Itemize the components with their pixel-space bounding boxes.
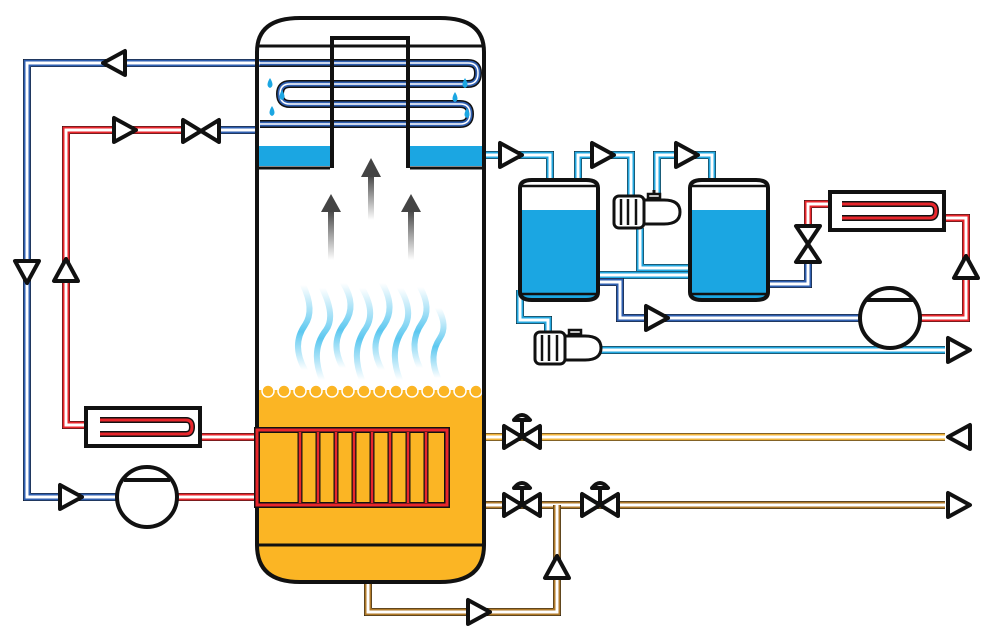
- valve-concentrate-1: [502, 481, 542, 518]
- circulation-pump-left: [115, 465, 179, 529]
- condenser-coil: [260, 59, 483, 128]
- arrow-left-icon: [946, 423, 972, 451]
- arrow-right-icon: [946, 336, 972, 364]
- water-drop-icons: [267, 78, 470, 118]
- valve-top-left: [181, 118, 221, 144]
- valve-receiver: [794, 224, 822, 264]
- valve-concentrate-2: [580, 481, 620, 518]
- heating-bundle: [254, 427, 450, 508]
- receiver-tank-1: [518, 178, 600, 302]
- vacuum-pump-upper: [612, 190, 682, 230]
- concentrate-pipe: [364, 501, 945, 616]
- flow-direction-arrows: [13, 49, 980, 626]
- arrow-right-icon: [946, 491, 972, 519]
- arrow-right-icon: [466, 598, 492, 626]
- vapor-outlet-pipe: [484, 151, 945, 354]
- arrow-right-icon: [112, 116, 138, 144]
- steam-wisps: [295, 280, 447, 383]
- arrow-right-icon: [674, 141, 700, 169]
- arrow-right-icon: [590, 141, 616, 169]
- heat-exchanger-lower: [84, 406, 202, 448]
- arrow-up-icon: [52, 257, 80, 283]
- arrow-down-icon: [13, 259, 41, 285]
- circulation-pump-right: [858, 286, 922, 350]
- arrow-left-icon: [101, 49, 127, 77]
- arrow-right-icon: [644, 304, 670, 332]
- vapor-rise-arrows: [321, 158, 421, 260]
- arrow-up-icon: [543, 554, 571, 580]
- evaporator-vessel: [254, 16, 486, 584]
- arrow-up-icon: [952, 254, 980, 280]
- arrow-right-icon: [498, 141, 524, 169]
- arrow-right-icon: [58, 483, 84, 511]
- vacuum-pump-lower: [533, 328, 603, 366]
- valve-feed: [502, 413, 542, 450]
- pipe-network: [23, 59, 970, 616]
- receiver-tank-2: [688, 178, 770, 302]
- heat-exchanger-upper: [828, 190, 946, 232]
